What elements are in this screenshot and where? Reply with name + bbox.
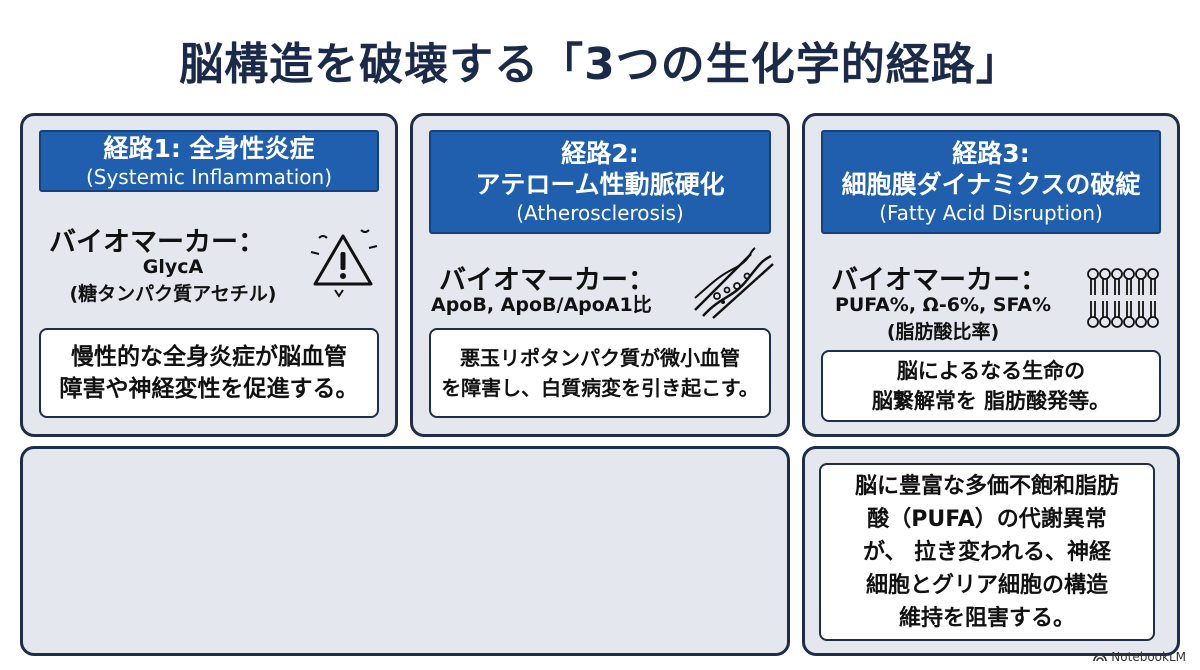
pathway-3-title: 細胞膜ダイナミクスの破綻 [841,170,1141,199]
pathway-1-header: 経路1: 全身性炎症 (Systemic Inflammation) [39,130,379,192]
pathway-1-biomarker-0: GlycA [142,256,204,278]
pathway-1-subtitle: (Systemic Inflammation) [85,164,333,189]
artery-icon [694,247,774,319]
pathway-1-description: 慢性的な全身炎症が脳血管 障害や神経変性を促進する。 [39,328,379,418]
pathway-1-desc-line-1: 障害や神経変性を促進する。 [59,376,359,402]
extra-desc-line-4: 維持を阻害する。 [898,605,1075,631]
pathway-3-desc-line-1: 脳繋解常を 脂肪酸発等。 [871,389,1111,413]
notebooklm-logo: NotebookLM [1093,650,1186,664]
pathway-2-title: アテローム性動脈硬化 [475,170,725,199]
extra-desc-line-2: が、 拉き変われる、神経 [862,539,1112,565]
pathway-1-title: 経路1: 全身性炎症 [103,133,315,163]
pathway-2-header: 経路2: アテローム性動脈硬化 (Atherosclerosis) [429,130,771,234]
pathway-card-1: 経路1: 全身性炎症 (Systemic Inflammation) バイオマー… [20,113,398,437]
pathway-2-subtitle: (Atherosclerosis) [516,201,684,225]
pathway-3-description: 脳によるなる生命の 脳繋解常を 脂肪酸発等。 [821,350,1161,422]
pathway-1-biomarkers: GlycA (糖タンパク質アセチル) [23,254,323,308]
pathway-2-desc-line-1: を障害し、白質病変を引き起こす。 [441,376,759,400]
pathway-card-3: 経路3: 細胞膜ダイナミクスの破綻 (Fatty Acid Disruption… [802,113,1180,437]
pathway-2-biomarker-label: バイオマーカー： [439,265,655,296]
pathway-3-subtitle: (Fatty Acid Disruption) [879,201,1103,225]
pathway-card-2: 経路2: アテローム性動脈硬化 (Atherosclerosis) バイオマーカ… [410,113,790,437]
pathway-3-biomarker-1: (脂肪酸比率) [886,321,1000,343]
page-title: 脳構造を破壊する「3つの生化学的経路」 [179,39,1021,90]
pathway-2-biomarkers: ApoB, ApoB/ApoA1比 [431,292,681,319]
empty-panel [20,446,790,656]
pathway-3-biomarkers: PUFA%, Ω-6%, SFA% (脂肪酸比率) [823,292,1063,346]
pathway-2-description: 悪玉リポタンパク質が微小血管 を障害し、白質病変を引き起こす。 [429,328,771,418]
pathway-1-desc-line-0: 慢性的な全身炎症が脳血管 [71,344,347,370]
pathway-1-biomarker-1: (糖タンパク質アセチル) [69,283,277,305]
pathway-3-biomarker-0: PUFA%, Ω-6%, SFA% [834,294,1052,316]
footer-label: NotebookLM [1111,650,1186,664]
pathway-2-biomarker-0: ApoB, ApoB/ApoA1比 [431,294,652,316]
pathway-3-number: 経路3: [952,139,1030,168]
pathway-3-header: 経路3: 細胞膜ダイナミクスの破綻 (Fatty Acid Disruption… [821,130,1161,234]
pathway-3-extra-description: 脳に豊富な多価不飽和脂肪 酸（PUFA）の代謝異常 が、 拉き変われる、神経 細… [819,463,1155,641]
pathway-2-desc-line-0: 悪玉リポタンパク質が微小血管 [460,346,740,370]
pathway-3-biomarker-label: バイオマーカー： [831,265,1047,296]
cell-membrane-icon [1087,268,1159,328]
notebooklm-icon [1093,654,1108,662]
extra-desc-line-0: 脳に豊富な多価不飽和脂肪 [854,473,1119,499]
pathway-3-desc-line-0: 脳によるなる生命の [896,359,1086,383]
pathway-2-number: 経路2: [561,139,639,168]
warning-icon [310,229,378,298]
pathway-1-biomarker-label: バイオマーカー： [49,227,265,258]
extra-desc-line-1: 酸（PUFA）の代謝異常 [867,506,1107,532]
pathway-3-extra-card: 脳に豊富な多価不飽和脂肪 酸（PUFA）の代謝異常 が、 拉き変われる、神経 細… [802,446,1180,656]
extra-desc-line-3: 細胞とグリア細胞の構造 [865,572,1108,598]
